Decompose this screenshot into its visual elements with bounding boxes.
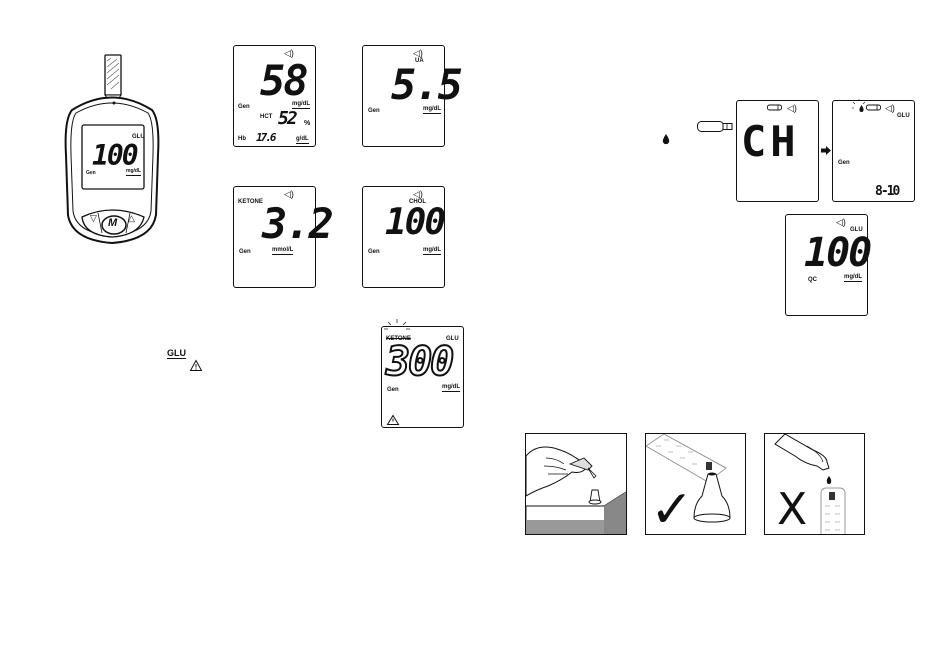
lcd-screen-ketone: ◁) KETONE 3.2 Gen mmol/L [233,186,316,288]
speaker-icon: ◁) [787,104,797,113]
lcd-mode-label: QC [808,277,817,283]
speaker-icon: ◁) [885,104,895,113]
meter-m-button: M [108,217,117,229]
lcd-screen-check-mode: ◁) CH [736,100,819,202]
speaker-icon: ◁) [413,49,423,58]
lcd-value: 300 [386,342,452,382]
lcd-screen-ketone-warning: KETONE GLU 300 Gen mg/dL [381,326,464,428]
lcd-screen-cholesterol: ◁) CHOL 100 Gen mg/dL [362,186,445,288]
lcd-screen-glucose-hct: ◁) 58 Gen mg/dL HCT 52 % Hb 17.6 g/dL [233,45,316,147]
warning-triangle-icon [190,360,202,371]
lcd-hct-value: 52 [278,110,296,128]
lcd-unit-label: mg/dL [423,106,441,114]
blood-drop-icon [859,105,864,112]
lcd-screen-glu-date: ◁) GLU Gen 8-10 [832,100,915,202]
glucose-meter-illustration: 100 GLU Gen mg/dL ▽ M △ [62,55,162,245]
lcd-analyte-label: GLU [897,113,910,119]
lcd-mode-label: Gen [238,104,250,110]
strip-indicator-icon [866,104,884,112]
lcd-value: 100 [385,205,444,241]
photo-apply-control-solution [525,433,627,535]
lcd-mode-label: Gen [838,160,850,166]
warning-triangle-icon [387,415,399,425]
meter-down-button: ▽ [90,213,97,224]
lcd-analyte-label: KETONE [238,199,263,205]
lcd-hb-value: 17.6 [256,132,275,143]
lcd-hb-label: Hb [238,136,246,142]
lcd-mode-label: Gen [368,108,380,114]
lcd-unit-label: mmol/L [272,247,293,255]
meter-mode-label: Gen [86,171,96,176]
wrong-x-icon: X [777,488,807,532]
correct-checkmark-icon: ✓ [650,484,694,535]
lcd-unit-label: mg/dL [844,274,862,282]
meter-display-value: 100 [92,142,137,170]
meter-unit-label: mg/dL [126,169,141,176]
test-strip-icon [697,121,733,133]
speaker-icon: ◁) [836,218,846,227]
lcd-hct-unit: % [304,120,310,127]
speaker-icon: ◁) [284,190,294,199]
meter-up-button: △ [128,213,135,224]
blood-drop-icon [662,134,670,145]
lcd-screen-control-solution: ◁) GLU 100 QC mg/dL [785,214,868,316]
meter-analyte-label: GLU [132,134,145,140]
lcd-hct-label: HCT [260,114,272,120]
arrow-right-icon [821,146,831,155]
lcd-value: 100 [804,233,870,273]
photo-correct-application: ✓ [645,433,746,535]
lcd-value: 58 [260,60,307,102]
lcd-hb-unit: g/dL [296,136,309,144]
lcd-unit-label: mg/dL [442,384,460,392]
lcd-date-value: 8-10 [875,185,898,198]
lcd-value: 5.5 [391,64,461,106]
lcd-value: CH [741,121,800,163]
lcd-mode-label: Gen [368,249,380,255]
lcd-screen-uric-acid: ◁) UA 5.5 Gen mg/dL [362,45,445,147]
lcd-unit-label: mg/dL [423,247,441,255]
lcd-mode-label: Gen [387,387,399,393]
strip-indicator-icon [767,104,785,112]
glu-inline-label: GLU [167,348,186,359]
speaker-icon: ◁) [413,190,423,199]
lcd-mode-label: Gen [239,249,251,255]
photo-wrong-application: X [764,433,865,535]
lcd-value: 3.2 [262,203,332,245]
hand-with-bottle-drawing [526,434,626,534]
